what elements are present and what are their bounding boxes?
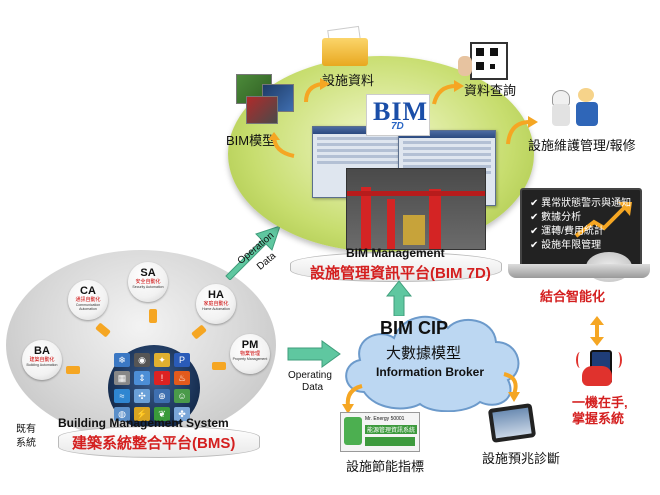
curve-arrow-predict (503, 372, 520, 402)
curve-arrow-energy (342, 384, 363, 414)
module-ba-abbr: BA (34, 345, 50, 357)
fan2-icon: ✤ (174, 407, 190, 421)
module-ha-en: Home Automation (202, 307, 230, 311)
facility-data-label: 設施資料 (322, 73, 375, 88)
maintenance-worker-icon (548, 86, 608, 128)
module-ca-abbr: CA (80, 285, 96, 297)
water-icon: ≈ (114, 389, 130, 403)
module-sa-abbr: SA (140, 267, 156, 279)
double-arrow-icon (590, 316, 604, 346)
laptop-base (508, 264, 650, 278)
energy-card-line2: 能源管理資訊系統 (365, 425, 418, 434)
arrow-bms-cip-line2: Data (302, 382, 324, 393)
core-icon-grid: ❄ ◉ ✦ P ▦ ⇕ ! ♨ ≈ ✣ ⊕ ☺ ◍ ⚡ ❦ ✤ (114, 353, 194, 421)
module-pm-abbr: PM (241, 339, 259, 351)
smart-item-3-text: 運轉/費用統計 (541, 226, 604, 237)
smart-item-4-text: 設施年限管理 (541, 240, 602, 251)
module-ba-zh: 建築自動化 (29, 357, 55, 363)
connector-ba (66, 366, 80, 374)
bms-title-en: Building Management System (58, 416, 229, 430)
growth-arrow-icon (574, 202, 632, 238)
module-ha-zh: 家庭自動化 (203, 301, 229, 307)
bim-platform (290, 252, 502, 282)
bim-model-thumb-3 (246, 96, 278, 124)
water-meter-icon: ◍ (114, 407, 130, 421)
arrow-bms-to-cip (287, 340, 341, 368)
cip-cloud (345, 315, 520, 412)
bms-side-label-1: 既有 (16, 424, 36, 435)
arrow-cip-to-bim (386, 280, 412, 316)
module-sa-en: Security Automation (132, 285, 164, 289)
mobile-line1: 一機在手, (572, 395, 628, 410)
smart-item-1-text: 異常狀態警示與通知 (541, 198, 632, 209)
mobile-line2: 掌握系統 (572, 411, 625, 426)
bms-core: ❄ ◉ ✦ P ▦ ⇕ ! ♨ ≈ ✣ ⊕ ☺ ◍ ⚡ ❦ ✤ (108, 345, 200, 431)
bim-3d-scene (346, 168, 486, 250)
smart-item-1: ✔ 異常狀態警示與通知 (530, 198, 632, 209)
module-pm: PM 物業管理 Property Management (230, 334, 270, 374)
module-ca-zh: 通訊自動化 (75, 297, 101, 303)
fire-icon: ♨ (174, 371, 190, 385)
bms-side-label-2: 系統 (16, 438, 36, 449)
cip-subtitle-en: Information Broker (376, 365, 485, 379)
module-ca-en: Communication Automation (75, 303, 101, 311)
bim-title-en: BIM Management (346, 246, 445, 260)
laptop-screen (520, 188, 642, 268)
mobile-hand-icon (576, 348, 622, 388)
smart-item-2: ✔ 數據分析 (530, 212, 582, 223)
folder-icon (322, 25, 368, 66)
bim-logo-main: BIM (373, 97, 428, 126)
maintenance-label: 設施維護管理/報修 (528, 138, 636, 153)
bim-title-zh: 設施管理資訊平台(BIM 7D) (310, 265, 491, 282)
smart-item-3: ✔ 運轉/費用統計 (530, 226, 604, 237)
module-pm-zh: 物業管理 (239, 351, 260, 357)
module-sa: SA 安全自動化 Security Automation (128, 262, 168, 302)
curve-arrow-maintenance (506, 116, 538, 145)
fan-icon: ✣ (134, 389, 150, 403)
module-ha: HA 家庭自動化 Home Automation (196, 284, 236, 324)
smart-label: 結合智能化 (540, 289, 606, 304)
bulb-icon: ✦ (154, 353, 170, 367)
connector-sa (149, 309, 157, 323)
ac-icon: ❄ (114, 353, 130, 367)
module-ba: BA 建築自動化 Building Automation (22, 340, 62, 380)
curve-arrow-folder (304, 78, 330, 103)
arrow-bms-to-bim (225, 225, 281, 280)
smart-item-4: ✔ 設施年限管理 (530, 240, 602, 251)
camera-icon: ◉ (134, 353, 150, 367)
bim-logo: BIM 7D (366, 94, 430, 136)
cip-subtitle-zh: 大數據模型 (386, 345, 462, 362)
module-ca: CA 通訊自動化 Communication Automation (68, 280, 108, 320)
bim-model-label: BIM模型 (226, 133, 276, 148)
bms-title-zh: 建築系統整合平台(BMS) (72, 435, 236, 452)
connector-pm (212, 362, 226, 370)
energy-logo-icon (344, 417, 362, 445)
arrow-bms-cip-line1: Operating (288, 370, 332, 381)
data-query-label: 資料查詢 (464, 83, 517, 98)
people-icon: ☺ (174, 389, 190, 403)
tablet-icon (487, 403, 537, 443)
predict-label: 設施預兆診斷 (482, 451, 561, 466)
parking-icon: P (174, 353, 190, 367)
energy-card-line1: Mr. Energy 50001 (365, 416, 405, 422)
module-ba-en: Building Automation (26, 363, 58, 367)
fire-alarm-icon: ! (154, 371, 170, 385)
qr-phone-icon (458, 42, 516, 80)
curve-arrow-query (432, 80, 464, 105)
leaf-icon: ❦ (154, 407, 170, 421)
meter-icon: ▦ (114, 371, 130, 385)
power-icon: ⚡ (134, 407, 150, 421)
module-ha-abbr: HA (208, 289, 224, 301)
bim-logo-sub: 7D (391, 121, 404, 132)
smart-item-2-text: 數據分析 (541, 212, 582, 223)
curve-arrow-model (268, 132, 295, 158)
pump-icon: ⊕ (154, 389, 170, 403)
module-pm-en: Property Management (232, 357, 268, 361)
energy-label: 設施節能指標 (346, 459, 425, 474)
module-sa-zh: 安全自動化 (135, 279, 161, 285)
energy-card: Mr. Energy 50001 能源管理資訊系統 (340, 412, 420, 452)
cip-title: BIM CIP (380, 318, 449, 338)
lift-icon: ⇕ (134, 371, 150, 385)
bms-platform (58, 426, 260, 458)
